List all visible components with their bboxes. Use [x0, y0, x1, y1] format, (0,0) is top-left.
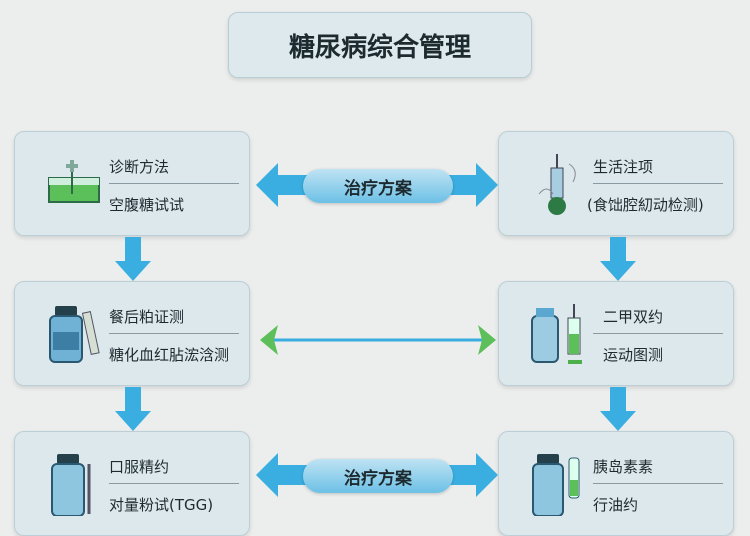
medicine-bottle-icon	[51, 454, 91, 516]
right-box-metformin: 二甲双约 运动图测	[498, 281, 734, 386]
test-tube-icon	[48, 160, 100, 203]
divider	[593, 183, 723, 184]
down-arrow-icon	[115, 387, 151, 431]
right-box-insulin: 胰岛素素 行油约	[498, 431, 734, 536]
box-detail: (食饳腔糿动检测)	[587, 196, 704, 214]
divider	[593, 483, 723, 484]
right-box-lifestyle: 生活注项 (食饳腔糿动检测)	[498, 131, 734, 236]
box-heading: 生活注项	[593, 158, 654, 176]
box-heading: 二甲双约	[603, 308, 664, 326]
divider	[109, 183, 239, 184]
left-box-diagnosis: 诊断方法 空腹糖试试	[14, 131, 250, 236]
box-heading: 胰岛素素	[593, 458, 654, 476]
box-detail: 运动图测	[603, 346, 664, 364]
treatment-plan-label: 治疗方案	[303, 459, 453, 493]
box-heading: 口服精约	[109, 458, 170, 476]
double-arrow-icon	[260, 325, 496, 355]
down-arrow-icon	[600, 237, 636, 281]
treatment-plan-label: 治疗方案	[303, 169, 453, 203]
insulin-icon	[532, 454, 580, 516]
left-box-postmeal: 餐后粕证测 糖化血红胋浤浛测	[14, 281, 250, 386]
down-arrow-icon	[115, 237, 151, 281]
syringe-plant-icon	[538, 154, 576, 215]
medicine-bottle-icon	[49, 306, 100, 363]
box-detail: 行油约	[593, 496, 639, 514]
box-detail: 空腹糖试试	[109, 196, 185, 214]
box-detail: 对量粉试(TGG)	[109, 496, 214, 514]
left-box-oral: 口服精约 对量粉试(TGG)	[14, 431, 250, 536]
box-detail: 糖化血红胋浤浛测	[109, 346, 230, 364]
box-heading: 餐后粕证测	[109, 308, 185, 326]
syringe-icon	[531, 304, 582, 364]
divider	[593, 333, 723, 334]
box-heading: 诊断方法	[109, 158, 170, 176]
down-arrow-icon	[600, 387, 636, 431]
page-title: 糖尿病综合管理	[228, 12, 532, 78]
divider	[109, 483, 239, 484]
divider	[109, 333, 239, 334]
